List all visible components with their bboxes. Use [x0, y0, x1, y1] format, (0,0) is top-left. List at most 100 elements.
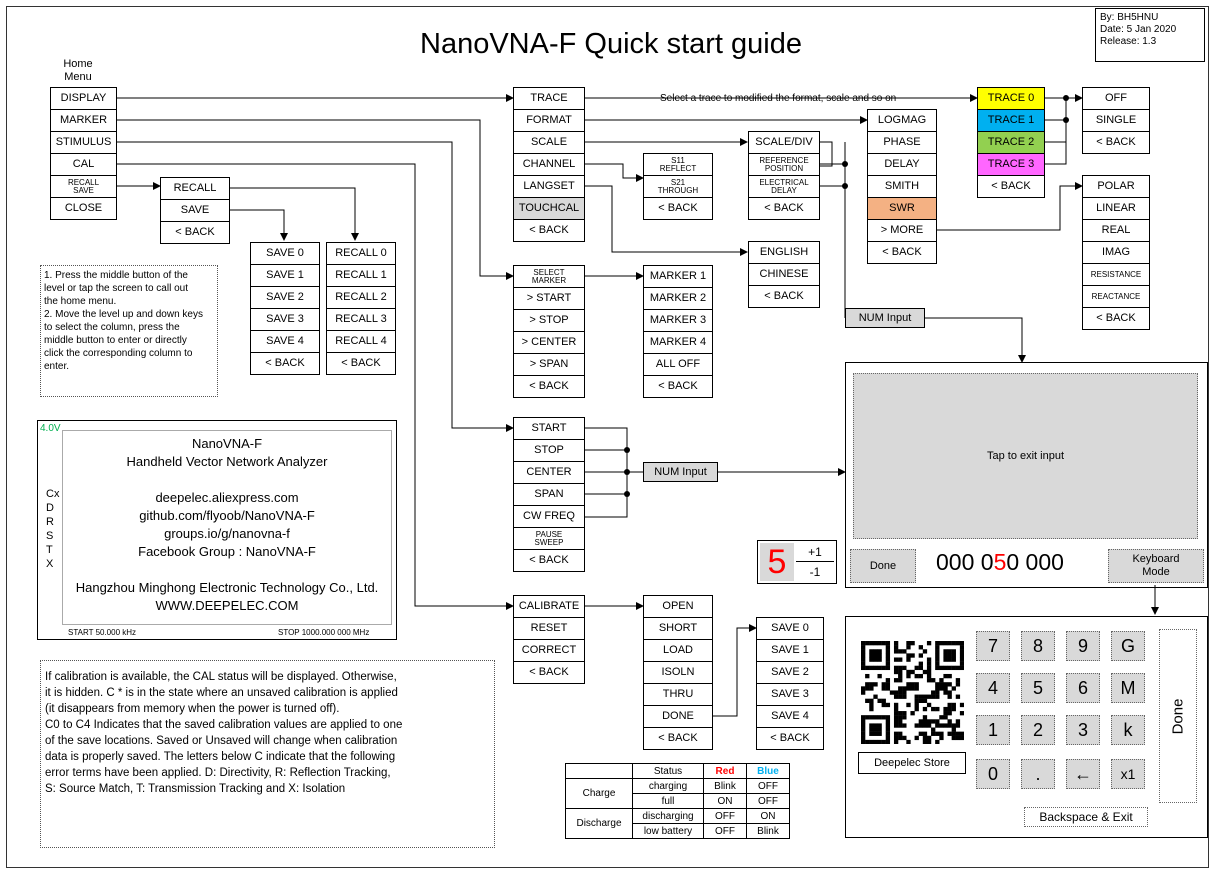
key-9[interactable]: 9	[1066, 631, 1100, 661]
menu-item-cw-freq[interactable]: CW FREQ	[513, 505, 585, 528]
menu-item-recall-2[interactable]: RECALL 2	[326, 286, 396, 309]
menu-item-short[interactable]: SHORT	[643, 617, 713, 640]
menu-item-logmag[interactable]: LOGMAG	[867, 109, 937, 132]
key-8[interactable]: 8	[1021, 631, 1055, 661]
menu-item-marker[interactable]: MARKER	[50, 109, 117, 132]
menu-item-start[interactable]: START	[513, 417, 585, 440]
menu-item-back[interactable]: < BACK	[250, 352, 320, 375]
menu-item-english[interactable]: ENGLISH	[748, 241, 820, 264]
menu-item-save-3[interactable]: SAVE 3	[756, 683, 824, 706]
key-0[interactable]: 0	[976, 759, 1010, 789]
menu-item-linear[interactable]: LINEAR	[1082, 197, 1150, 220]
menu-item-electrical-delay[interactable]: ELECTRICAL DELAY	[748, 175, 820, 198]
menu-item-back[interactable]: < BACK	[513, 375, 585, 398]
menu-item-pause-sweep[interactable]: PAUSE SWEEP	[513, 527, 585, 550]
menu-item-trace-0[interactable]: TRACE 0	[977, 87, 1045, 110]
menu-item-swr[interactable]: SWR	[867, 197, 937, 220]
menu-item-back[interactable]: < BACK	[643, 197, 713, 220]
menu-item-langset[interactable]: LANGSET	[513, 175, 585, 198]
key-7[interactable]: 7	[976, 631, 1010, 661]
menu-item-save[interactable]: SAVE	[160, 199, 230, 222]
menu-item-trace[interactable]: TRACE	[513, 87, 585, 110]
menu-item-single[interactable]: SINGLE	[1082, 109, 1150, 132]
menu-item-back[interactable]: < BACK	[748, 285, 820, 308]
menu-item-channel[interactable]: CHANNEL	[513, 153, 585, 176]
menu-item-back[interactable]: < BACK	[1082, 131, 1150, 154]
step-minus-button[interactable]: -1	[809, 565, 821, 579]
menu-item-close[interactable]: CLOSE	[50, 197, 117, 220]
key-3[interactable]: 3	[1066, 715, 1100, 745]
key-x1[interactable]: x1	[1111, 759, 1145, 789]
keyboard-mode-button[interactable]: Keyboard Mode	[1108, 549, 1204, 583]
menu-item-stop[interactable]: STOP	[513, 439, 585, 462]
menu-item-span[interactable]: SPAN	[513, 483, 585, 506]
menu-item-recall[interactable]: RECALL	[160, 177, 230, 200]
menu-item-center[interactable]: > CENTER	[513, 331, 585, 354]
menu-item-save-2[interactable]: SAVE 2	[756, 661, 824, 684]
menu-item-scale[interactable]: SCALE	[513, 131, 585, 154]
menu-item-cal[interactable]: CAL	[50, 153, 117, 176]
menu-item-recall-4[interactable]: RECALL 4	[326, 330, 396, 353]
menu-item-reactance[interactable]: REACTANCE	[1082, 285, 1150, 308]
menu-item-all-off[interactable]: ALL OFF	[643, 353, 713, 376]
done-button[interactable]: Done	[850, 549, 916, 583]
menu-item-select-marker[interactable]: SELECT MARKER	[513, 265, 585, 288]
menu-item-back[interactable]: < BACK	[513, 661, 585, 684]
menu-item-save-2[interactable]: SAVE 2	[250, 286, 320, 309]
menu-item-save-1[interactable]: SAVE 1	[756, 639, 824, 662]
menu-item-s11-reflect[interactable]: S11 REFLECT	[643, 153, 713, 176]
menu-item-load[interactable]: LOAD	[643, 639, 713, 662]
menu-item-recall-save[interactable]: RECALL SAVE	[50, 175, 117, 198]
menu-item-back[interactable]: < BACK	[756, 727, 824, 750]
menu-item-open[interactable]: OPEN	[643, 595, 713, 618]
tap-exit-area[interactable]: Tap to exit input	[853, 373, 1198, 539]
menu-item-back[interactable]: < BACK	[748, 197, 820, 220]
menu-item-off[interactable]: OFF	[1082, 87, 1150, 110]
menu-item-trace-2[interactable]: TRACE 2	[977, 131, 1045, 154]
menu-item-back[interactable]: < BACK	[867, 241, 937, 264]
menu-item-done[interactable]: DONE	[643, 705, 713, 728]
menu-item-correct[interactable]: CORRECT	[513, 639, 585, 662]
key-5[interactable]: 5	[1021, 673, 1055, 703]
menu-item-phase[interactable]: PHASE	[867, 131, 937, 154]
key-g[interactable]: G	[1111, 631, 1145, 661]
menu-item-marker-3[interactable]: MARKER 3	[643, 309, 713, 332]
menu-item-trace-1[interactable]: TRACE 1	[977, 109, 1045, 132]
menu-item-real[interactable]: REAL	[1082, 219, 1150, 242]
menu-item-marker-4[interactable]: MARKER 4	[643, 331, 713, 354]
menu-item-back[interactable]: < BACK	[513, 219, 585, 242]
menu-item-more[interactable]: > MORE	[867, 219, 937, 242]
menu-item-smith[interactable]: SMITH	[867, 175, 937, 198]
menu-item-chinese[interactable]: CHINESE	[748, 263, 820, 286]
menu-item-recall-1[interactable]: RECALL 1	[326, 264, 396, 287]
step-plus-button[interactable]: +1	[796, 543, 834, 562]
menu-item-marker-1[interactable]: MARKER 1	[643, 265, 713, 288]
menu-item-delay[interactable]: DELAY	[867, 153, 937, 176]
menu-item-save-0[interactable]: SAVE 0	[250, 242, 320, 265]
menu-item-save-4[interactable]: SAVE 4	[250, 330, 320, 353]
menu-item-trace-3[interactable]: TRACE 3	[977, 153, 1045, 176]
menu-item-save-3[interactable]: SAVE 3	[250, 308, 320, 331]
menu-item-touchcal[interactable]: TOUCHCAL	[513, 197, 585, 220]
key-backspace[interactable]: ←	[1066, 759, 1100, 789]
key-1[interactable]: 1	[976, 715, 1010, 745]
num-input-scale[interactable]: NUM Input	[845, 308, 925, 328]
menu-item-start[interactable]: > START	[513, 287, 585, 310]
menu-item-thru[interactable]: THRU	[643, 683, 713, 706]
menu-item-resistance[interactable]: RESISTANCE	[1082, 263, 1150, 286]
key-6[interactable]: 6	[1066, 673, 1100, 703]
key-2[interactable]: 2	[1021, 715, 1055, 745]
menu-item-polar[interactable]: POLAR	[1082, 175, 1150, 198]
key-4[interactable]: 4	[976, 673, 1010, 703]
menu-item-center[interactable]: CENTER	[513, 461, 585, 484]
menu-item-reference-position[interactable]: REFERENCE POSITION	[748, 153, 820, 176]
menu-item-imag[interactable]: IMAG	[1082, 241, 1150, 264]
menu-item-back[interactable]: < BACK	[643, 375, 713, 398]
menu-item-stop[interactable]: > STOP	[513, 309, 585, 332]
menu-item-save-1[interactable]: SAVE 1	[250, 264, 320, 287]
keyboard-done-button[interactable]: Done	[1159, 629, 1197, 803]
menu-item-scale-div[interactable]: SCALE/DIV	[748, 131, 820, 154]
menu-item-back[interactable]: < BACK	[643, 727, 713, 750]
key-dot[interactable]: .	[1021, 759, 1055, 789]
menu-item-isoln[interactable]: ISOLN	[643, 661, 713, 684]
